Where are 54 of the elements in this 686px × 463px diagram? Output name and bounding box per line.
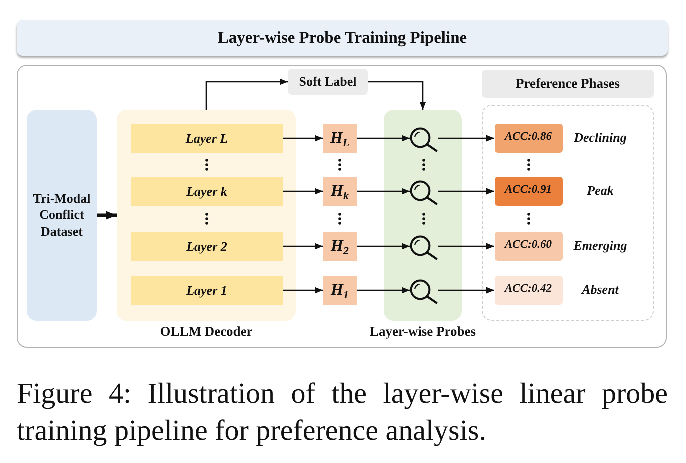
accuracy-block — [494, 276, 562, 304]
arrow — [438, 243, 494, 250]
layer-label: Layer 2 — [186, 238, 228, 254]
hidden-state-block — [323, 177, 357, 206]
accuracy-block — [494, 176, 562, 206]
arrow — [357, 188, 410, 195]
accuracy-block — [494, 232, 562, 260]
hidden-state-label: H$_{1}$ — [331, 280, 349, 300]
arrow — [283, 243, 323, 250]
layer-block — [131, 276, 283, 305]
layer-block — [131, 124, 283, 153]
hidden-state-block — [323, 232, 357, 261]
arrow — [357, 135, 410, 142]
soft-label-box — [288, 69, 368, 95]
figure-caption: Figure 4: Illustration of the layer-wise linear probe training pipeline for preference analysis. — [17, 377, 668, 449]
diagram-title: Layer-wise Probe Training Pipeline — [218, 28, 468, 48]
hidden-state-block — [323, 276, 357, 305]
hidden-state-label: H$_{k}$ — [331, 182, 349, 202]
phase-label: Absent — [582, 282, 619, 298]
arrow — [283, 287, 323, 294]
layer-label: Layer L — [186, 130, 228, 146]
arrow — [206, 78, 288, 110]
accuracy-label: ACC:0.42 — [505, 283, 552, 297]
accuracy-label: ACC:0.60 — [505, 239, 552, 253]
layer-block — [131, 232, 283, 261]
arrow — [283, 188, 323, 195]
arrow — [97, 211, 117, 220]
panel-caption: Layer-wise Probes — [370, 324, 476, 340]
dataset-label: Tri-Modal Conflict Dataset — [32, 190, 92, 240]
layer-block — [131, 177, 283, 206]
hidden-state-label: H$_{L}$ — [330, 128, 350, 148]
hidden-state-label: H$_{2}$ — [331, 236, 349, 256]
arrow — [357, 287, 410, 294]
accuracy-label: ACC:0.86 — [505, 131, 552, 145]
dataset-block — [27, 110, 97, 321]
arrow — [438, 287, 494, 294]
panel-caption: OLLM Decoder — [160, 324, 253, 340]
dashed-panel — [482, 105, 654, 321]
header-text: Preference Phases — [516, 76, 620, 92]
arrow — [283, 135, 323, 142]
accuracy-block — [494, 124, 562, 152]
layer-label: Layer 1 — [186, 282, 228, 298]
accuracy-label: ACC:0.91 — [505, 184, 552, 198]
phase-label: Declining — [574, 130, 627, 146]
hidden-state-block — [323, 124, 357, 153]
pipeline-panel — [17, 65, 667, 348]
arrow — [438, 188, 494, 195]
layer-label: Layer k — [186, 184, 228, 200]
arrow — [357, 243, 410, 250]
arrow — [438, 135, 494, 142]
soft-label-text: Soft Label — [299, 74, 357, 90]
phase-label: Emerging — [574, 238, 628, 254]
arrow — [368, 81, 426, 110]
phase-label: Peak — [587, 183, 614, 199]
